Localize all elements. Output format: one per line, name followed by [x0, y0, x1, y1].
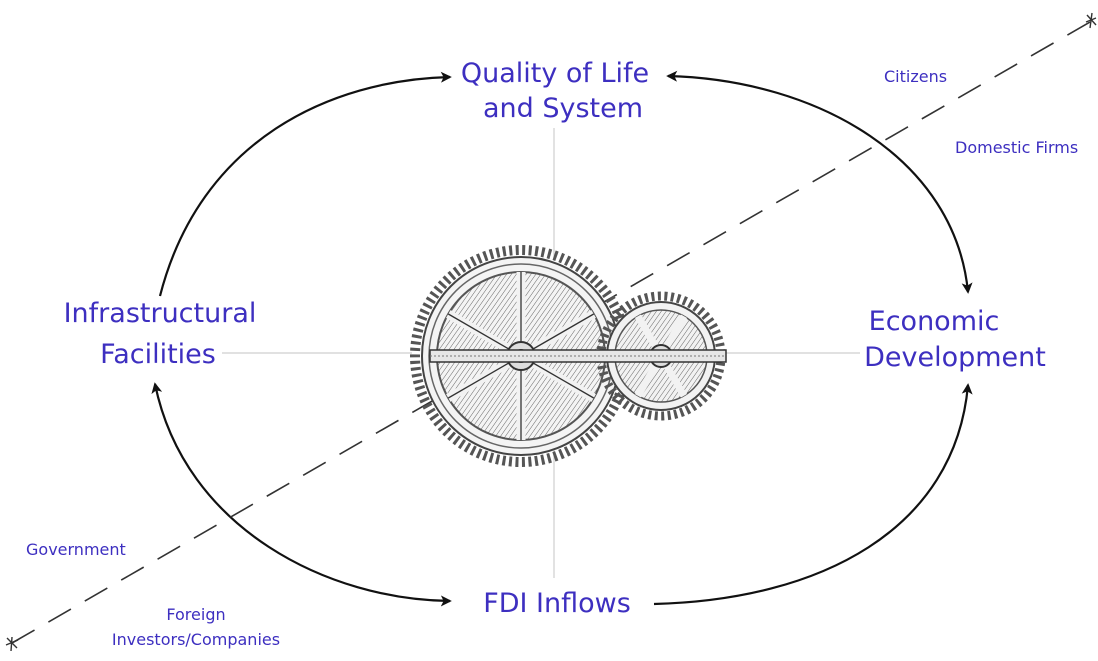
arrow-infra-to-quality	[158, 71, 452, 297]
foreign-investors-label-line2: Investors/Companies	[112, 630, 280, 649]
actor-axis	[5, 12, 1097, 652]
fdi-inflows-label: FDI Inflows	[483, 588, 631, 619]
foreign-investors-label-line1: Foreign	[166, 605, 225, 624]
infrastructural-facilities-label-line1: Infrastructural	[64, 298, 257, 329]
quality-of-life-label-line2: and System	[483, 93, 643, 124]
cycle-arrows	[151, 70, 973, 607]
actor-axis-start-icon	[5, 636, 19, 652]
economic-development-label-line2: Development	[864, 342, 1046, 373]
quality-of-life-label-line1: Quality of Life	[461, 58, 649, 89]
gear-shaft-icon	[429, 349, 727, 363]
government-label: Government	[26, 540, 126, 559]
actor-labels: Citizens Domestic Firms Government Forei…	[26, 67, 1078, 649]
economic-development-label-line1: Economic	[869, 306, 1000, 337]
infrastructural-facilities-label-line2: Facilities	[100, 339, 216, 370]
cross-axes	[222, 128, 860, 578]
citizens-label: Citizens	[884, 67, 947, 86]
gears-icon	[410, 245, 727, 467]
domestic-firms-label: Domestic Firms	[955, 138, 1078, 157]
node-labels: Quality of Life and System Infrastructur…	[64, 58, 1046, 619]
arrow-quality-econ	[666, 70, 973, 294]
arrow-infra-fdi	[151, 382, 452, 607]
actor-axis-end-icon	[1085, 12, 1097, 29]
arrow-fdi-to-econ	[653, 383, 973, 606]
